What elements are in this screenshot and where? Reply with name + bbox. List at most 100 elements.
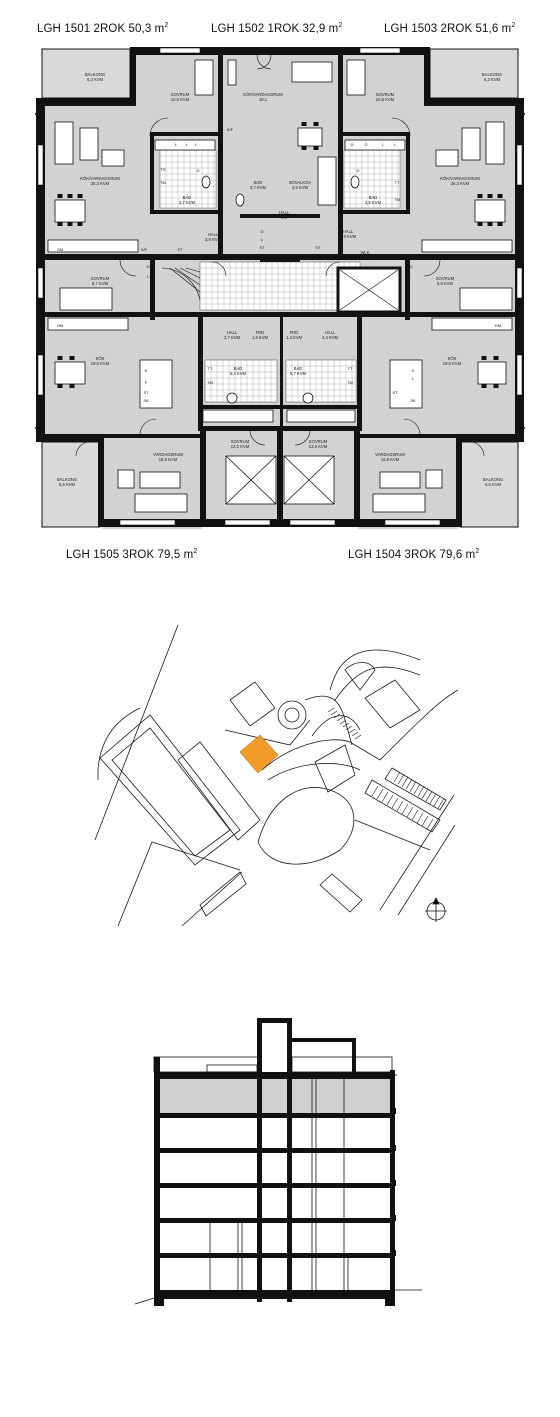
room-area: 5,7 KVM	[290, 371, 307, 376]
fixture-k: K	[412, 368, 415, 373]
apt-area: 51,6	[475, 22, 499, 35]
section-fill	[160, 1079, 392, 1113]
chair	[67, 222, 73, 226]
section-lines	[134, 1056, 422, 1305]
parking-stall	[386, 794, 394, 806]
parking-stall	[393, 771, 401, 783]
ramp-line	[354, 734, 362, 740]
balconies	[41, 48, 519, 528]
room-name: KÖK	[96, 356, 105, 361]
label-lgh-1503: LGH 1503 2ROK 51,6 m2	[384, 22, 516, 35]
ramp-line	[336, 716, 344, 722]
parking-stall	[406, 806, 414, 818]
label-lgh-1504: LGH 1504 3ROK 79,6 m2	[348, 548, 480, 561]
room-name: BALKONG	[483, 477, 503, 482]
fixture-g: G	[356, 168, 359, 173]
label-lgh-1505: LGH 1505 3ROK 79,5 m2	[66, 548, 198, 561]
fixture-l: L	[147, 274, 150, 279]
parking-stall	[429, 793, 437, 804]
room-area: 26,3 KVM	[451, 181, 470, 186]
fixture-tt: TT	[348, 366, 353, 371]
ramp-line	[333, 713, 341, 719]
site-lines	[94, 624, 459, 927]
apt-area: 50,3	[128, 22, 152, 35]
furniture	[47, 59, 513, 513]
chair	[57, 356, 63, 360]
chair	[481, 384, 487, 388]
room-name: SOVRUM	[171, 92, 190, 97]
room-name: BAD	[294, 366, 303, 371]
apt-area: 79,6	[439, 548, 463, 561]
apt-area: 79,5	[157, 548, 181, 561]
ramp-line	[330, 710, 338, 716]
fixture-st: ST	[143, 390, 149, 395]
room-area: 8,7 KVM	[92, 281, 109, 286]
apt-name: LGH 1502	[211, 22, 265, 35]
apt-unit: m	[501, 22, 512, 35]
room-name: BAD	[234, 366, 243, 371]
fixture-st: ST	[259, 245, 265, 250]
room-area: 5,4 KVM	[230, 371, 247, 376]
fixture-dm: DM	[495, 323, 501, 328]
room-area: 6,2 KVM	[484, 77, 501, 82]
chair	[77, 222, 83, 226]
parking-hatch	[327, 707, 445, 830]
skylights	[225, 59, 335, 505]
room-name: BALKONG	[57, 477, 77, 482]
room-name: SOVRUM	[376, 92, 395, 97]
parking-stall	[425, 791, 433, 802]
fixture-kf: K/F	[227, 127, 234, 132]
fixture-l: L	[261, 237, 264, 242]
apt-unit: m	[328, 22, 339, 35]
room-name: KÖK/VARDAGSRUM	[80, 176, 120, 181]
fixture-sm: SM	[57, 247, 63, 252]
ramp-line	[342, 722, 350, 728]
fixture-g: G	[146, 264, 149, 269]
room-name: HALL	[279, 210, 290, 215]
room-area: 4,4 KVM	[322, 335, 339, 340]
ramp-line	[327, 707, 335, 713]
site-plan	[94, 624, 459, 927]
apt-name: LGH 1504	[348, 548, 402, 561]
apt-unit: m	[183, 548, 194, 561]
apt-type: 2ROK	[440, 22, 473, 35]
room-area: 16,9 KVM	[381, 457, 400, 462]
room-area: 3,7 KVM	[179, 200, 196, 205]
chair	[57, 384, 63, 388]
parking-stall	[411, 809, 419, 821]
room-area: 10,6 KVM	[376, 97, 395, 102]
room-area: 5,9 KVM	[340, 234, 357, 239]
fixture-tm: TM	[394, 197, 400, 202]
chair	[57, 194, 63, 198]
room-name: BALKONG	[482, 72, 502, 77]
room-area: 1,6 KVM	[252, 335, 269, 340]
room-area: 25,3 KVM	[91, 181, 110, 186]
room-area: 13,0 KVM	[231, 444, 250, 449]
parking-stall	[416, 812, 424, 824]
fixture-sk: SK	[143, 398, 149, 403]
room-name: BALKONG	[85, 72, 105, 77]
windows	[37, 47, 523, 526]
room-name: BAD	[369, 195, 378, 200]
parking-stall	[421, 815, 429, 827]
fixture-l: L	[394, 142, 397, 147]
chair	[481, 356, 487, 360]
